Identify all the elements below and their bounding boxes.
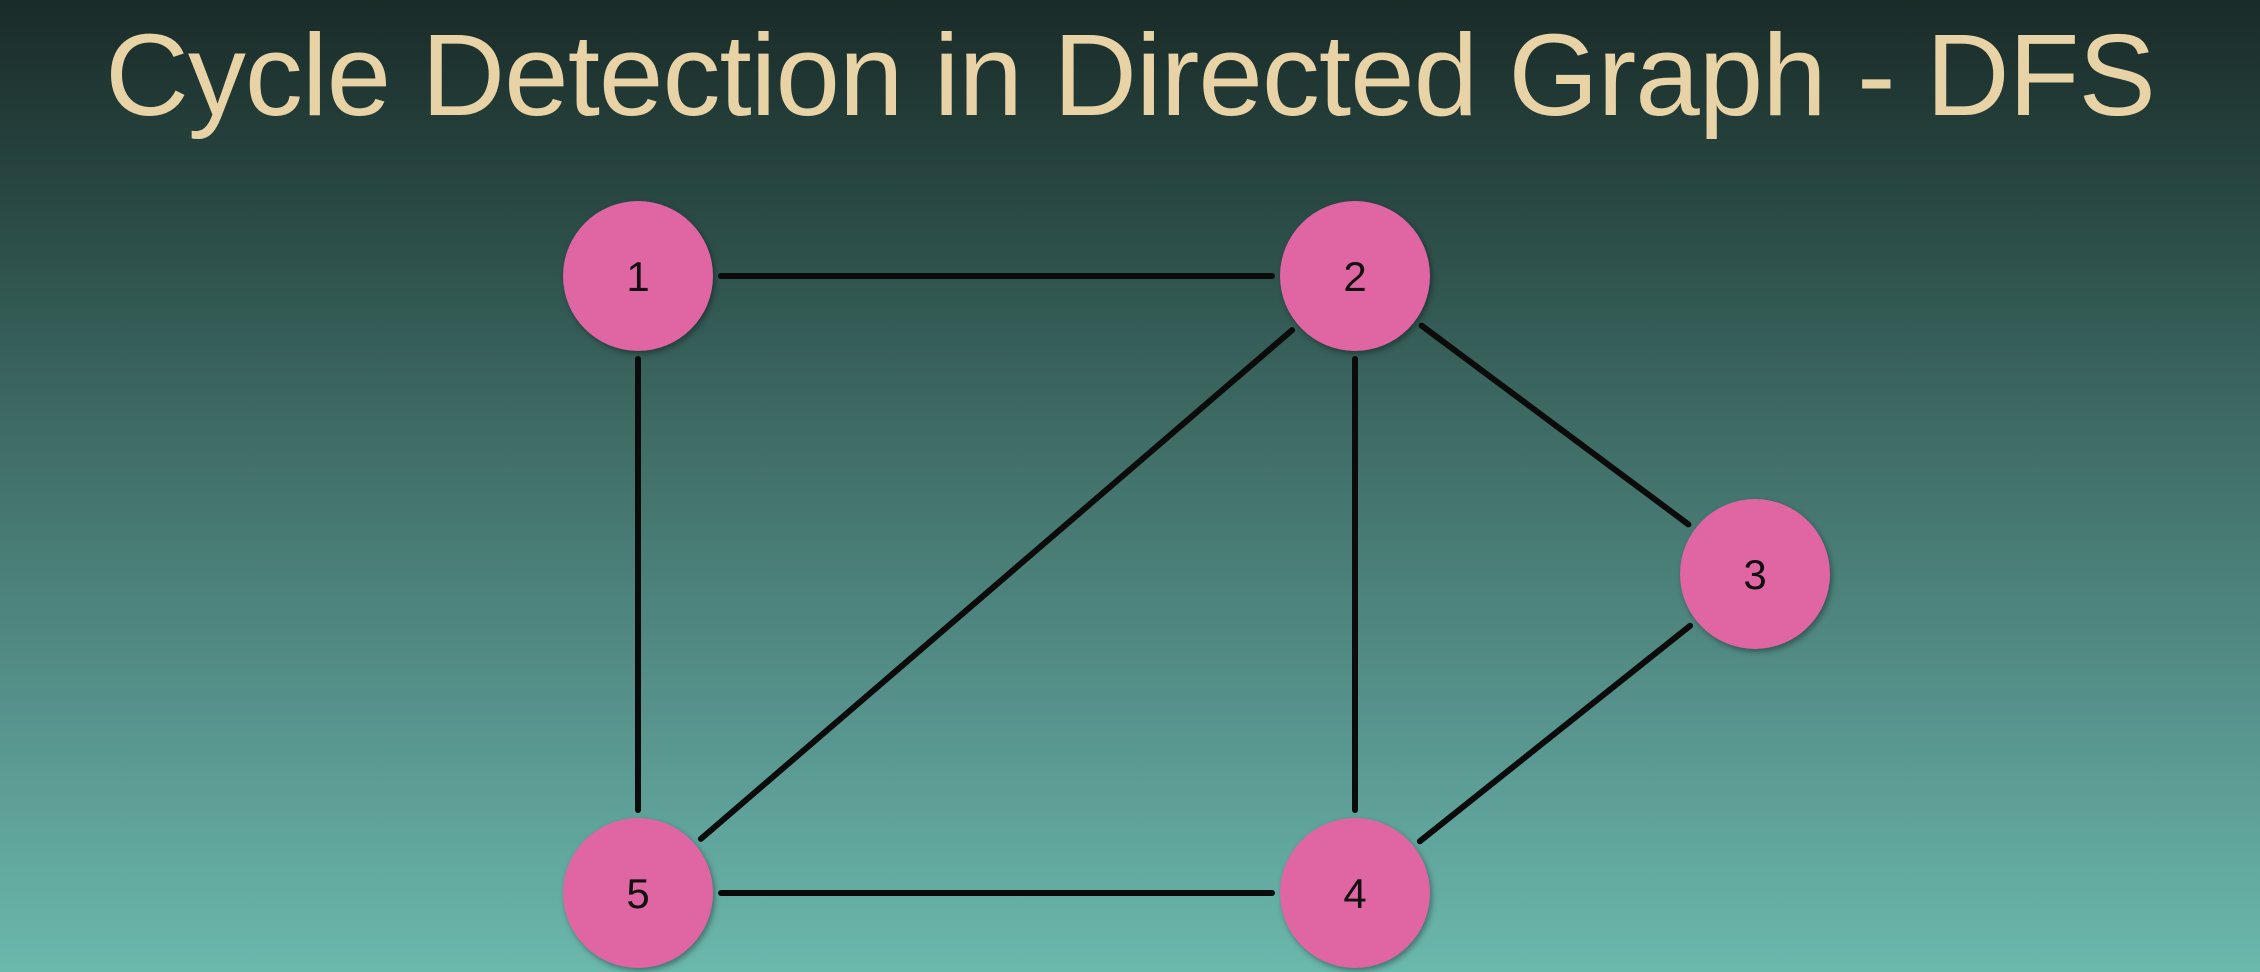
node-label: 1 [626, 253, 649, 300]
edge-2-3 [1418, 322, 1692, 528]
graph-nodes: 1 2 3 4 5 [563, 201, 1830, 968]
node-circle [563, 818, 713, 968]
node-circle [1280, 818, 1430, 968]
node-2: 2 [1280, 201, 1430, 351]
node-5: 5 [563, 818, 713, 968]
node-label: 2 [1343, 253, 1366, 300]
node-label: 3 [1743, 551, 1766, 598]
node-4: 4 [1280, 818, 1430, 968]
node-label: 4 [1343, 870, 1366, 917]
graph-edges [635, 273, 1694, 896]
node-circle [563, 201, 713, 351]
slide-title: Cycle Detection in Directed Graph - DFS [105, 10, 2156, 140]
node-1: 1 [563, 201, 713, 351]
node-circle [1280, 201, 1430, 351]
edge-3-4 [1416, 622, 1694, 845]
node-3: 3 [1680, 499, 1830, 649]
node-circle [1680, 499, 1830, 649]
edge-2-5 [697, 327, 1296, 842]
node-label: 5 [626, 870, 649, 917]
